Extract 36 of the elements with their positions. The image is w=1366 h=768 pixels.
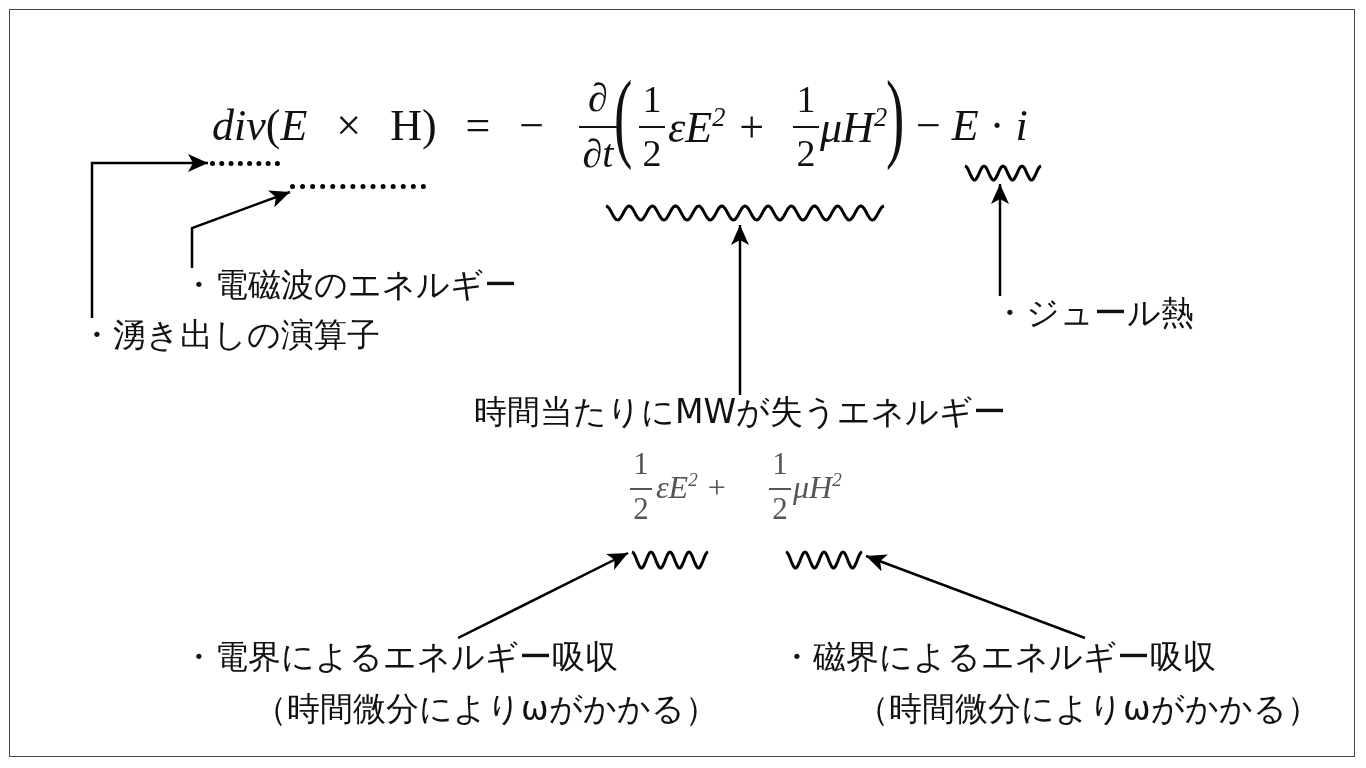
annotation-text: ・磁界によるエネルギー吸収 [780,638,1216,676]
dotted-underline [290,184,426,189]
arrow [457,551,629,640]
formula-text: 2 [772,493,788,524]
formula-text: μH$^{2}$ [793,470,842,503]
annotation-text: ・湧き出しの演算子 [80,316,380,354]
formula-text: ∂t [582,134,614,174]
wavy-underline [630,549,710,571]
formula-text: 1 [633,448,649,479]
formula-text: div(E × H) = − [212,104,545,148]
formula-text: 2 [633,493,649,524]
arrow [90,154,208,318]
formula-text: 2 [642,134,662,172]
wavy-underline [604,203,886,223]
formula-text: 1 [642,80,662,118]
formula-text: μH$^{2}$ [820,104,888,150]
formula-text: 1 [772,448,788,479]
formula-text: 2 [796,134,816,172]
annotation-text: ・ジュール熱 [993,294,1194,332]
arrow [991,184,1009,296]
formula-text: εE$^{2}$ + [656,470,728,503]
arrow [731,225,749,395]
annotation-text: 時間当たりにMWが失うエネルギー [473,393,1007,431]
arrow [190,190,291,268]
formula-text: 1 [796,80,816,118]
annotation-text: （時間微分によりωがかかる） [856,690,1320,728]
annotation-text: ・電界によるエネルギー吸収 [182,638,618,676]
annotation-text: （時間微分によりωがかかる） [254,690,718,728]
formula-text: ∂ [588,78,608,118]
arrow [865,554,1086,640]
annotation-text: ・電磁波のエネルギー [182,266,517,304]
formula-text: − E · i [916,104,1028,148]
wavy-underline [963,163,1043,183]
dotted-underline [210,161,280,166]
formula-text: εE$^{2}$ + [668,104,767,150]
wavy-underline [784,549,864,571]
